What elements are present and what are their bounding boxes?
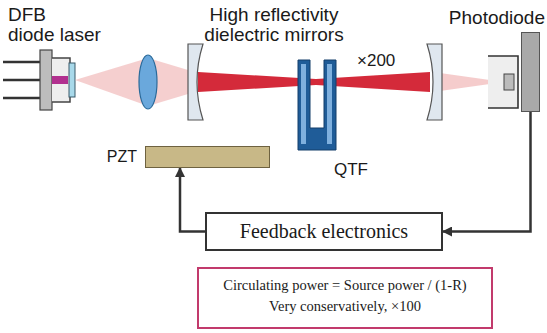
- process-box: Feedback electronics: [205, 212, 443, 251]
- note-box: Circulating power = Source power / (1-R)…: [197, 267, 493, 329]
- diverging-beam: [75, 58, 148, 106]
- gain-label: ×200: [357, 52, 395, 70]
- laser-pins: [3, 62, 42, 98]
- cavity-beam: [198, 72, 430, 92]
- pzt-actuator: PZT: [145, 146, 270, 168]
- left-mirror: [188, 44, 203, 120]
- laser-base: [40, 50, 52, 110]
- part-label: QTF: [334, 161, 368, 179]
- part-label: Photodiode: [449, 7, 545, 29]
- note-text: Very conservatively, ×100: [207, 296, 483, 317]
- laser-cap: [52, 58, 70, 102]
- feedback-connector: [443, 112, 531, 232]
- feedback-connector: [180, 168, 205, 232]
- part-label: High reflectivity dielectric mirrors: [176, 5, 372, 45]
- photodiode-sensor: [504, 74, 514, 90]
- quartz-tuning-fork: [298, 60, 336, 150]
- photodiode-holder: [488, 56, 518, 108]
- part-label: PZT: [107, 148, 137, 166]
- laser-chip: [52, 76, 68, 84]
- note-text: Circulating power = Source power / (1-R): [207, 275, 483, 296]
- right-mirror: [427, 44, 442, 120]
- box-title: Feedback electronics: [240, 220, 408, 243]
- part-label: DFBdiode laser: [8, 5, 101, 45]
- lens: [139, 55, 157, 109]
- laser-window: [69, 63, 75, 97]
- photodiode-plate: Photodiode: [521, 32, 540, 112]
